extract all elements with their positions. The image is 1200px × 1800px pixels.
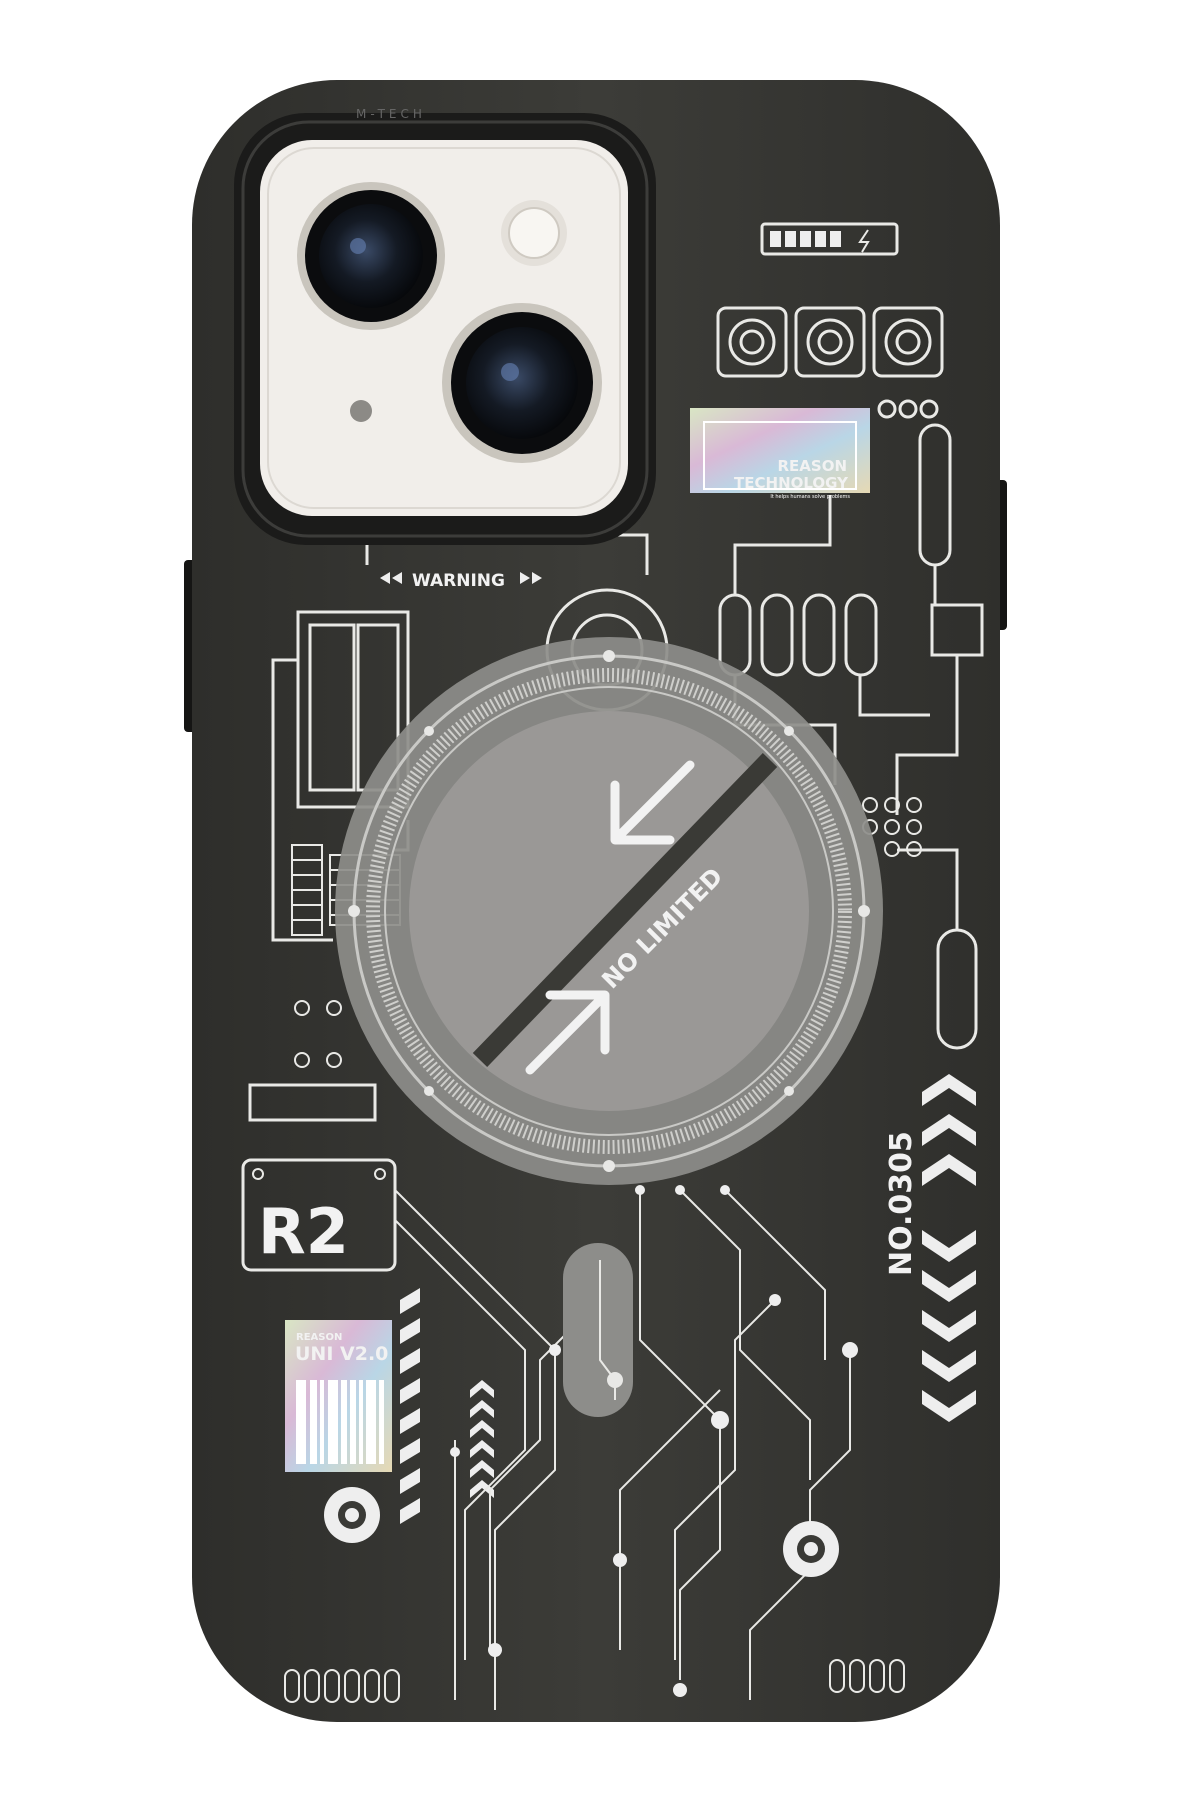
- reason-technology-sticker: REASON TECHNOLOGY It helps humans solve …: [690, 408, 870, 500]
- camera-module: M-TECH: [234, 107, 656, 545]
- microphone-hole: [350, 400, 372, 422]
- camera-lens: [297, 182, 445, 330]
- svg-text:TECHNOLOGY: TECHNOLOGY: [734, 474, 849, 492]
- target-circle-icon: [324, 1487, 380, 1543]
- svg-text:REASON: REASON: [296, 1332, 342, 1343]
- barcode-icon: [296, 1380, 384, 1464]
- svg-text:UNI V2.0: UNI V2.0: [295, 1343, 388, 1365]
- dot-grid-right: [862, 797, 922, 857]
- camera-lens: [442, 303, 602, 463]
- svg-text:REASON: REASON: [777, 457, 847, 475]
- chevron-stack-icon: [922, 1074, 976, 1422]
- r2-badge: R2: [241, 1158, 397, 1272]
- serial-number: NO.0305: [884, 1131, 919, 1276]
- warning-label: WARNING: [380, 571, 542, 591]
- bottom-pill-row: [284, 1659, 905, 1703]
- svg-text:It helps humans solve problems: It helps humans solve problems: [770, 494, 850, 500]
- svg-text:WARNING: WARNING: [412, 571, 505, 591]
- magsafe-ring: NO LIMITED: [335, 637, 883, 1185]
- camera-ring-text: M-TECH: [356, 107, 426, 121]
- speaker-icons: [716, 306, 944, 378]
- flash-icon: [501, 200, 567, 266]
- target-circle-icon: [783, 1521, 839, 1577]
- hatch-strip: [400, 1288, 494, 1524]
- arrow-up-right-icon: [525, 990, 610, 1075]
- alignment-pill: [563, 1243, 633, 1417]
- svg-text:R2: R2: [258, 1195, 349, 1268]
- battery-icon: [760, 222, 899, 256]
- arrow-down-left-icon: [610, 760, 695, 845]
- uni-v2-sticker: REASON UNI V2.0: [285, 1320, 392, 1472]
